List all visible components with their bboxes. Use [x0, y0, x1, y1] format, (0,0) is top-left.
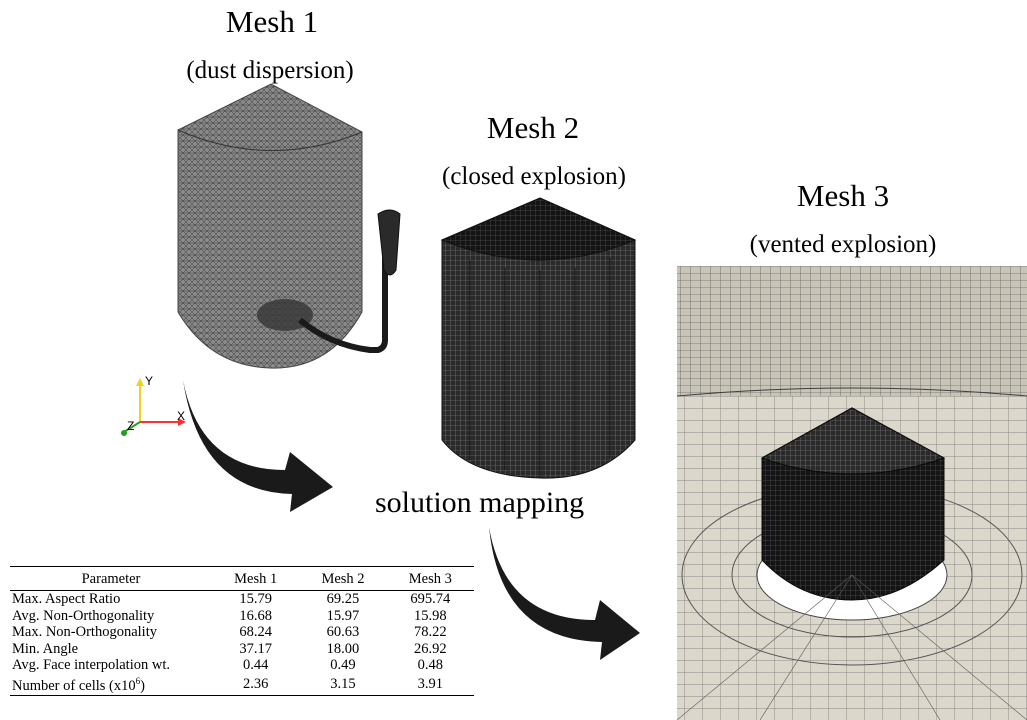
row-label: Avg. Face interpolation wt.	[12, 657, 170, 674]
header-mesh3: Mesh 3	[386, 565, 474, 592]
cell: 26.92	[414, 640, 447, 657]
table-row: Avg. Non-Orthogonality 16.68 15.97 15.98	[10, 608, 474, 624]
mesh2-subtitle: (closed explosion)	[442, 163, 626, 190]
cell: 68.24	[239, 624, 272, 641]
cell: 15.79	[239, 591, 272, 608]
mesh3-title: Mesh 3	[796, 178, 890, 213]
cell: 15.98	[414, 607, 447, 624]
cell: 0.48	[417, 657, 444, 674]
mesh3-subtitle: (vented explosion)	[749, 231, 937, 258]
table-row: Number of cells (x106) 2.36 3.15 3.91	[10, 673, 474, 696]
axis-z-label: Z	[127, 419, 134, 433]
cell: 0.49	[330, 657, 356, 674]
cell: 695.74	[410, 591, 451, 608]
cell: 2.36	[212, 673, 300, 696]
solution-mapping-label: solution mapping	[375, 486, 585, 519]
row-label: Min. Angle	[12, 640, 79, 657]
cell: 3.15	[299, 673, 387, 696]
table-row: Min. Angle 37.17 18.00 26.92	[10, 641, 474, 657]
cell: 3.91	[386, 673, 474, 696]
row-label: Max. Aspect Ratio	[12, 591, 121, 608]
cell: 15.97	[326, 607, 360, 624]
table-row: Max. Non-Orthogonality 68.24 60.63 78.22	[10, 624, 474, 640]
row-label: Number of cells (x106)	[10, 673, 212, 696]
cell: 37.17	[239, 640, 272, 657]
table-row: Avg. Face interpolation wt. 0.44 0.49 0.…	[10, 657, 474, 673]
cell: 18.00	[326, 640, 360, 657]
cell: 78.22	[414, 624, 447, 641]
mapping-arrow-1	[183, 380, 333, 512]
mesh-quality-table: Parameter Mesh 1 Mesh 2 Mesh 3 Max. Aspe…	[10, 565, 474, 696]
row-label: Max. Non-Orthogonality	[12, 624, 157, 641]
cell: 0.44	[242, 657, 269, 674]
cell: 16.68	[239, 607, 272, 624]
axis-x-label: X	[177, 409, 185, 423]
mapping-arrow-2	[489, 527, 640, 660]
header-mesh2: Mesh 2	[299, 565, 387, 592]
cells-label-text: Number of cells (x10	[12, 678, 136, 695]
cell: 69.25	[326, 591, 360, 608]
row-label: Avg. Non-Orthogonality	[12, 607, 155, 624]
cell: 60.63	[326, 624, 360, 641]
cells-label-close: )	[140, 678, 145, 695]
axis-triad: Y X Z	[121, 374, 186, 436]
mesh1-title: Mesh 1	[225, 4, 319, 39]
vented-explosion-mesh-silo	[677, 266, 1027, 720]
header-mesh1: Mesh 1	[212, 565, 300, 592]
table-row: Max. Aspect Ratio 15.79 69.25 695.74	[10, 591, 474, 608]
cells-exponent: 6	[135, 676, 141, 687]
axis-y-label: Y	[145, 374, 153, 388]
mesh1-subtitle: (dust dispersion)	[186, 57, 354, 84]
dust-dispersion-mesh-silo	[177, 83, 401, 369]
header-parameter: Parameter	[10, 565, 212, 592]
mesh2-title: Mesh 2	[486, 110, 580, 145]
table-header-row: Parameter Mesh 1 Mesh 2 Mesh 3	[10, 565, 474, 592]
closed-explosion-mesh-silo	[440, 197, 637, 479]
